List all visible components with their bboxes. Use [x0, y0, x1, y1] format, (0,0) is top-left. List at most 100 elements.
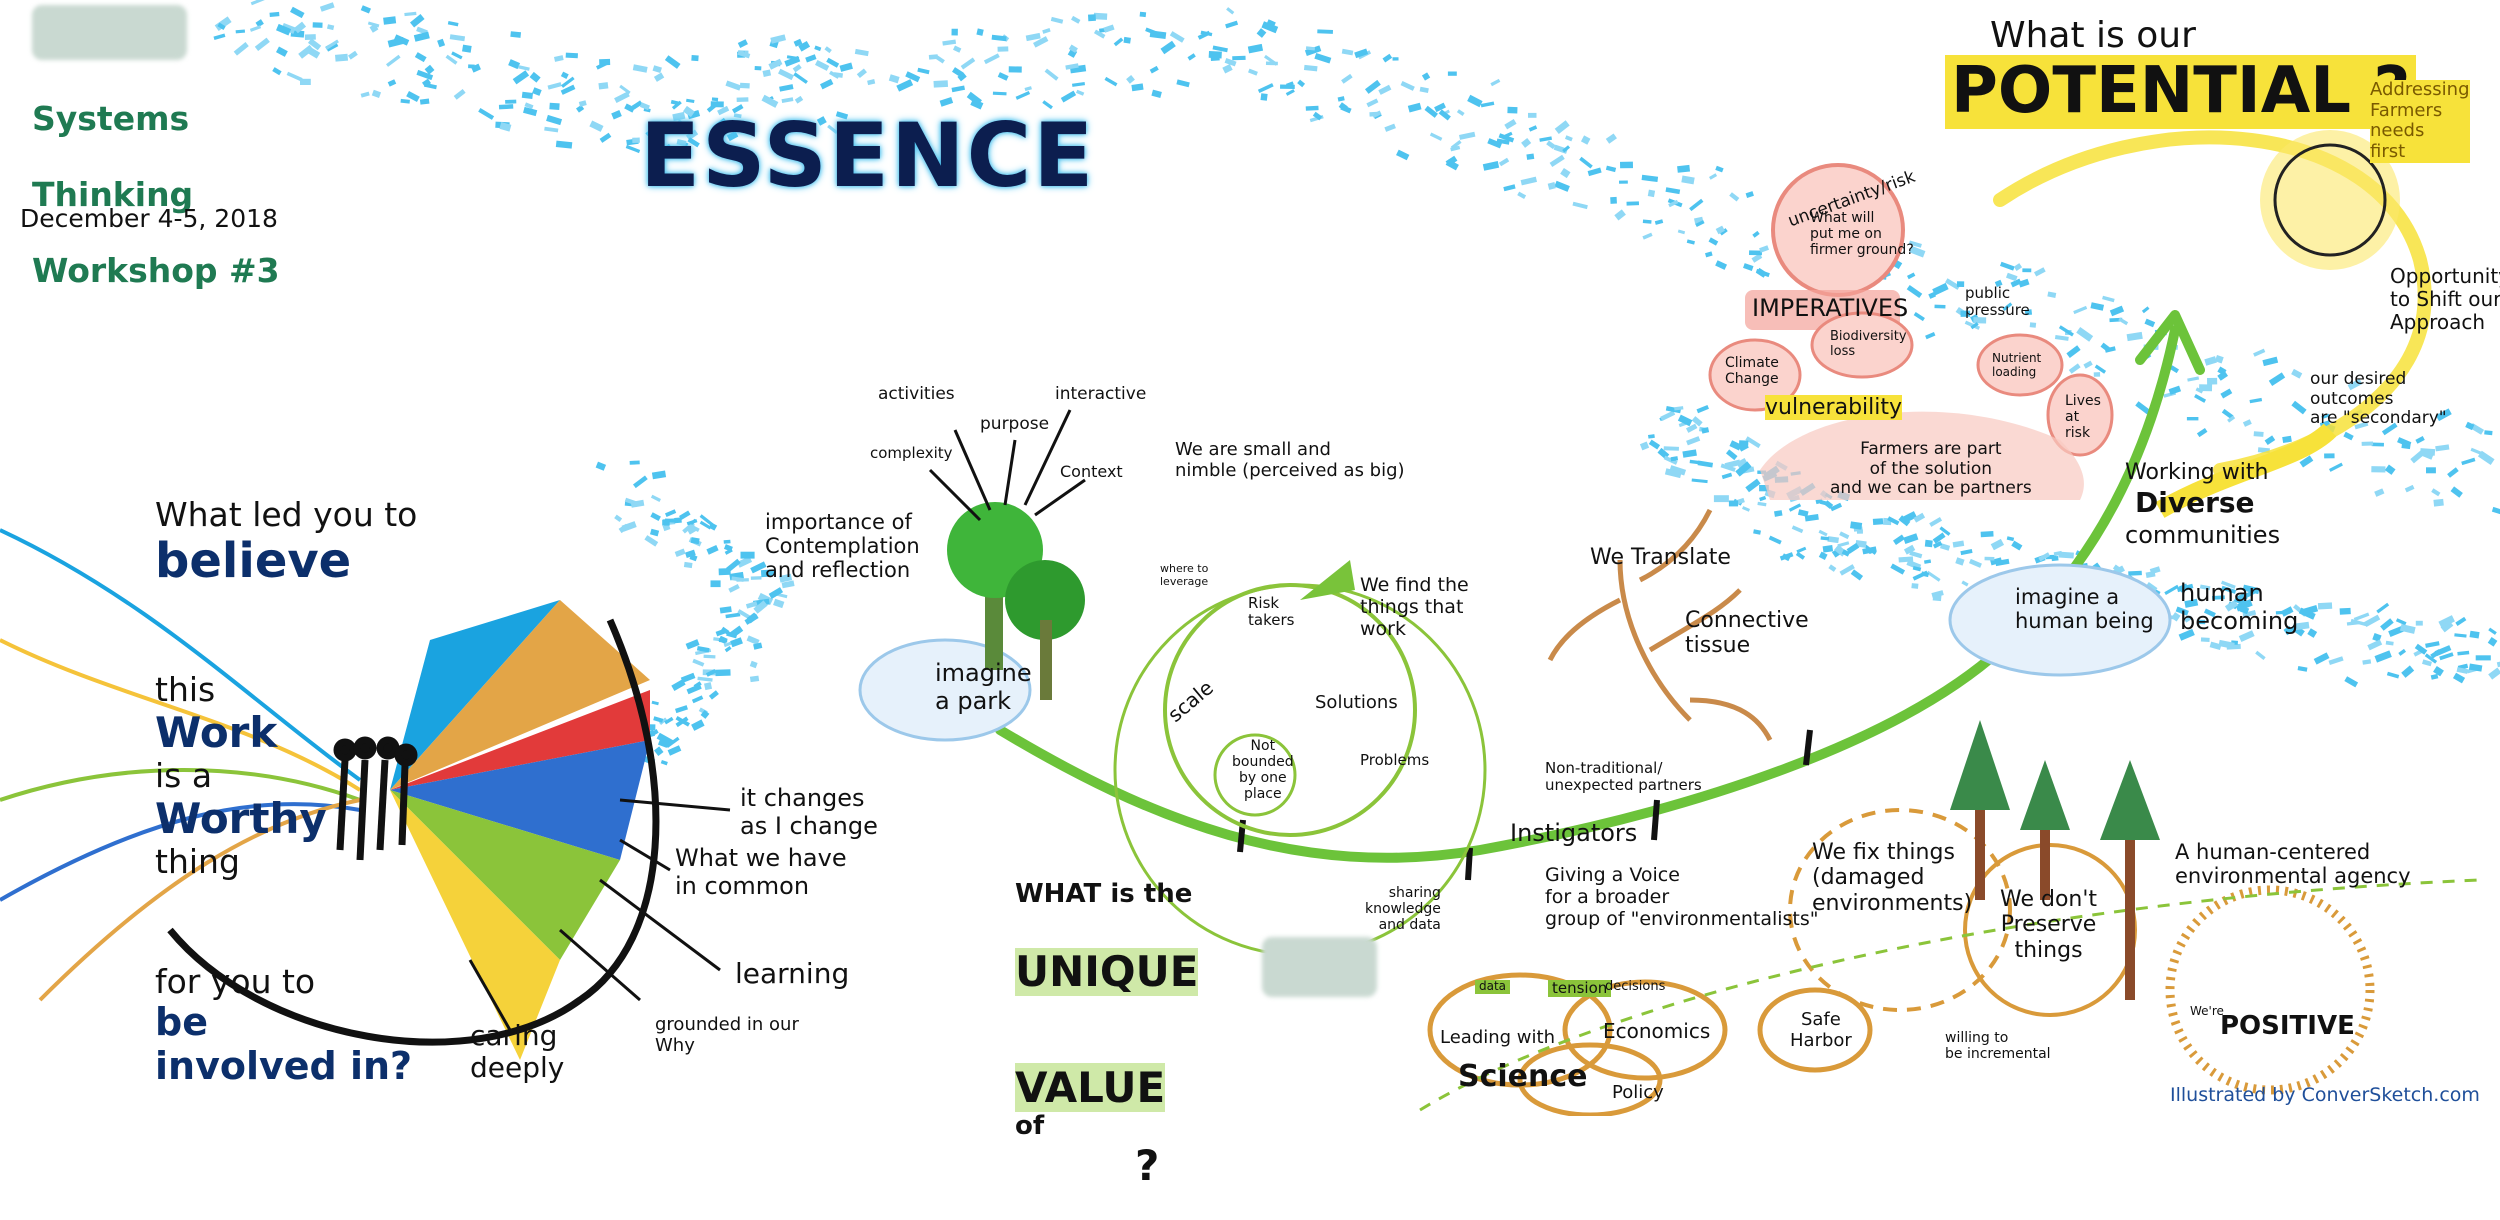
blue-dash [725, 613, 740, 619]
blue-dash [1408, 103, 1422, 113]
blue-dash [1926, 571, 1940, 582]
blue-dash [1742, 506, 1750, 512]
blue-dash [1126, 75, 1135, 84]
blue-dash [782, 97, 794, 103]
blue-dash [2396, 618, 2407, 625]
blue-dash [549, 103, 559, 110]
nutrient-loading: Nutrient loading [1992, 352, 2041, 380]
blue-dash [855, 49, 869, 56]
context-label: Context [1060, 463, 1123, 481]
blue-dash [1314, 53, 1331, 64]
blue-dash [1209, 51, 1222, 58]
blue-dash [1507, 107, 1517, 114]
blue-dash [1655, 219, 1663, 225]
blue-dash [2194, 394, 2206, 403]
non-traditional: Non-traditional/ unexpected partners [1545, 760, 1702, 795]
blue-dash [1961, 581, 1968, 587]
blue-dash [1729, 192, 1739, 201]
blue-dash [2416, 621, 2423, 626]
blue-dash [1009, 66, 1022, 72]
blue-dash [1554, 181, 1570, 192]
blue-dash [2476, 655, 2491, 660]
blue-dash [454, 89, 466, 100]
blue-dash [2488, 637, 2498, 647]
blue-dash [1934, 305, 1945, 309]
find-things: We find the things that work [1360, 575, 1469, 641]
blue-dash [1690, 460, 1700, 464]
blue-dash [1071, 16, 1080, 24]
blue-dash [518, 65, 530, 71]
blue-dash [942, 40, 956, 46]
blue-dash [929, 54, 938, 59]
blue-dash [383, 16, 396, 24]
blue-dash [1503, 184, 1515, 191]
blue-dash [2094, 372, 2100, 377]
blue-dash [1820, 500, 1827, 505]
blue-dash [2374, 488, 2384, 497]
blue-dash [250, 25, 261, 32]
blue-dash [1248, 69, 1258, 76]
purpose-label: purpose [980, 415, 1049, 435]
blue-dash [1222, 64, 1232, 74]
believe-q-thing: thing [155, 842, 240, 881]
blue-dash [1907, 272, 1915, 279]
blue-dash [361, 5, 371, 13]
essence-title: ESSENCE [640, 105, 1095, 206]
blue-dash [522, 92, 533, 99]
question-mark: ? [1135, 1141, 1159, 1190]
blue-dash [2461, 458, 2475, 465]
workshop-title: Systems Thinking Workshop #3 [32, 62, 292, 328]
blue-dash [2011, 541, 2022, 551]
blue-dash [2110, 306, 2124, 317]
blue-dash [388, 79, 397, 86]
blue-dash [2055, 335, 2069, 341]
blue-dash [867, 79, 875, 85]
blue-dash [1365, 80, 1381, 94]
imagine-park: imagine a park [935, 660, 1032, 715]
blue-dash [1572, 202, 1587, 209]
not-bounded: Not bounded by one place [1232, 738, 1294, 802]
blue-dash [1692, 479, 1708, 484]
blue-dash [1850, 521, 1862, 529]
blue-dash [2420, 448, 2435, 456]
blue-dash [1150, 30, 1167, 39]
blue-dash [1304, 65, 1318, 71]
blue-dash [725, 646, 732, 652]
blue-dash [1991, 539, 2004, 550]
opportunity-shift: Opportunity to Shift our Approach [2390, 265, 2500, 334]
blue-dash [1759, 245, 1769, 253]
blue-dash [1517, 192, 1526, 199]
blue-dash [1893, 535, 1905, 545]
blue-dash [1232, 56, 1245, 61]
blue-dash [740, 83, 750, 89]
blue-dash [2201, 637, 2210, 642]
blue-dash [755, 66, 762, 70]
blue-dash [1819, 552, 1828, 560]
blue-dash [768, 59, 782, 70]
blue-dash [372, 90, 381, 98]
blue-dash [1981, 531, 1994, 537]
blue-dash [2318, 602, 2332, 609]
decisions-tag: decisions [1605, 980, 1665, 995]
blue-dash [686, 99, 694, 103]
blue-dash [1297, 80, 1305, 88]
worthy-word: Worthy [155, 794, 327, 843]
blue-dash [1499, 158, 1509, 166]
blue-dash [724, 540, 731, 544]
blue-dash [626, 145, 640, 153]
blue-dash [1550, 155, 1565, 167]
blue-dash [1383, 54, 1393, 63]
blue-dash [451, 51, 462, 59]
blue-dash [665, 55, 681, 69]
blue-dash [2307, 628, 2317, 638]
blue-dash [1957, 281, 1964, 287]
blue-dash [2422, 659, 2432, 666]
blue-dash [793, 64, 802, 72]
blue-dash [2386, 641, 2394, 646]
blue-dash [1088, 14, 1096, 21]
blue-dash [778, 69, 794, 80]
blue-dash [2090, 302, 2104, 310]
blue-dash [1620, 162, 1633, 169]
blue-dash [1674, 406, 1683, 410]
blue-dash [1757, 502, 1766, 507]
